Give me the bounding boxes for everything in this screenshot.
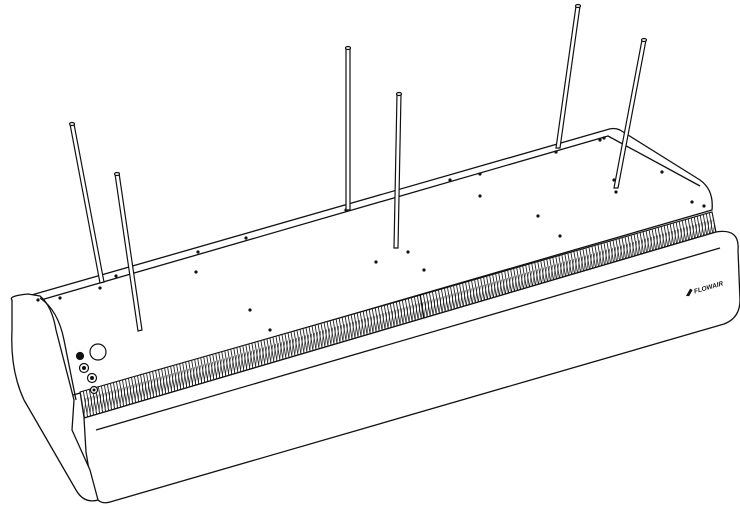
screw	[244, 236, 248, 240]
screw	[614, 190, 618, 194]
rod-3	[344, 45, 352, 211]
rod-4	[393, 91, 403, 249]
rod-6	[613, 37, 648, 189]
screw	[196, 250, 200, 254]
screw	[478, 172, 482, 176]
connection-ports	[75, 343, 107, 395]
screw	[602, 136, 606, 140]
logo-mark-icon	[686, 288, 693, 297]
left-end-cap	[10, 293, 99, 502]
screw	[702, 204, 706, 208]
screw	[98, 286, 102, 290]
mounting-rods	[68, 3, 648, 332]
screw	[690, 200, 694, 204]
screw	[114, 274, 118, 278]
rod-2	[113, 171, 143, 332]
screw	[660, 170, 664, 174]
screw	[478, 194, 482, 198]
screw	[374, 260, 378, 264]
screw	[558, 234, 562, 238]
screw	[248, 308, 252, 312]
rod-1	[68, 121, 105, 284]
screw	[598, 138, 602, 142]
screw	[422, 268, 426, 272]
rod-5	[555, 3, 582, 149]
screw	[58, 296, 62, 300]
screw	[36, 298, 40, 302]
screw	[268, 328, 272, 332]
screw	[554, 150, 558, 154]
top-cover-edge	[33, 135, 701, 303]
screw	[406, 250, 410, 254]
port-1	[75, 351, 85, 361]
screw	[536, 214, 540, 218]
screw	[448, 178, 452, 182]
port-large	[89, 343, 107, 361]
screw	[194, 270, 198, 274]
